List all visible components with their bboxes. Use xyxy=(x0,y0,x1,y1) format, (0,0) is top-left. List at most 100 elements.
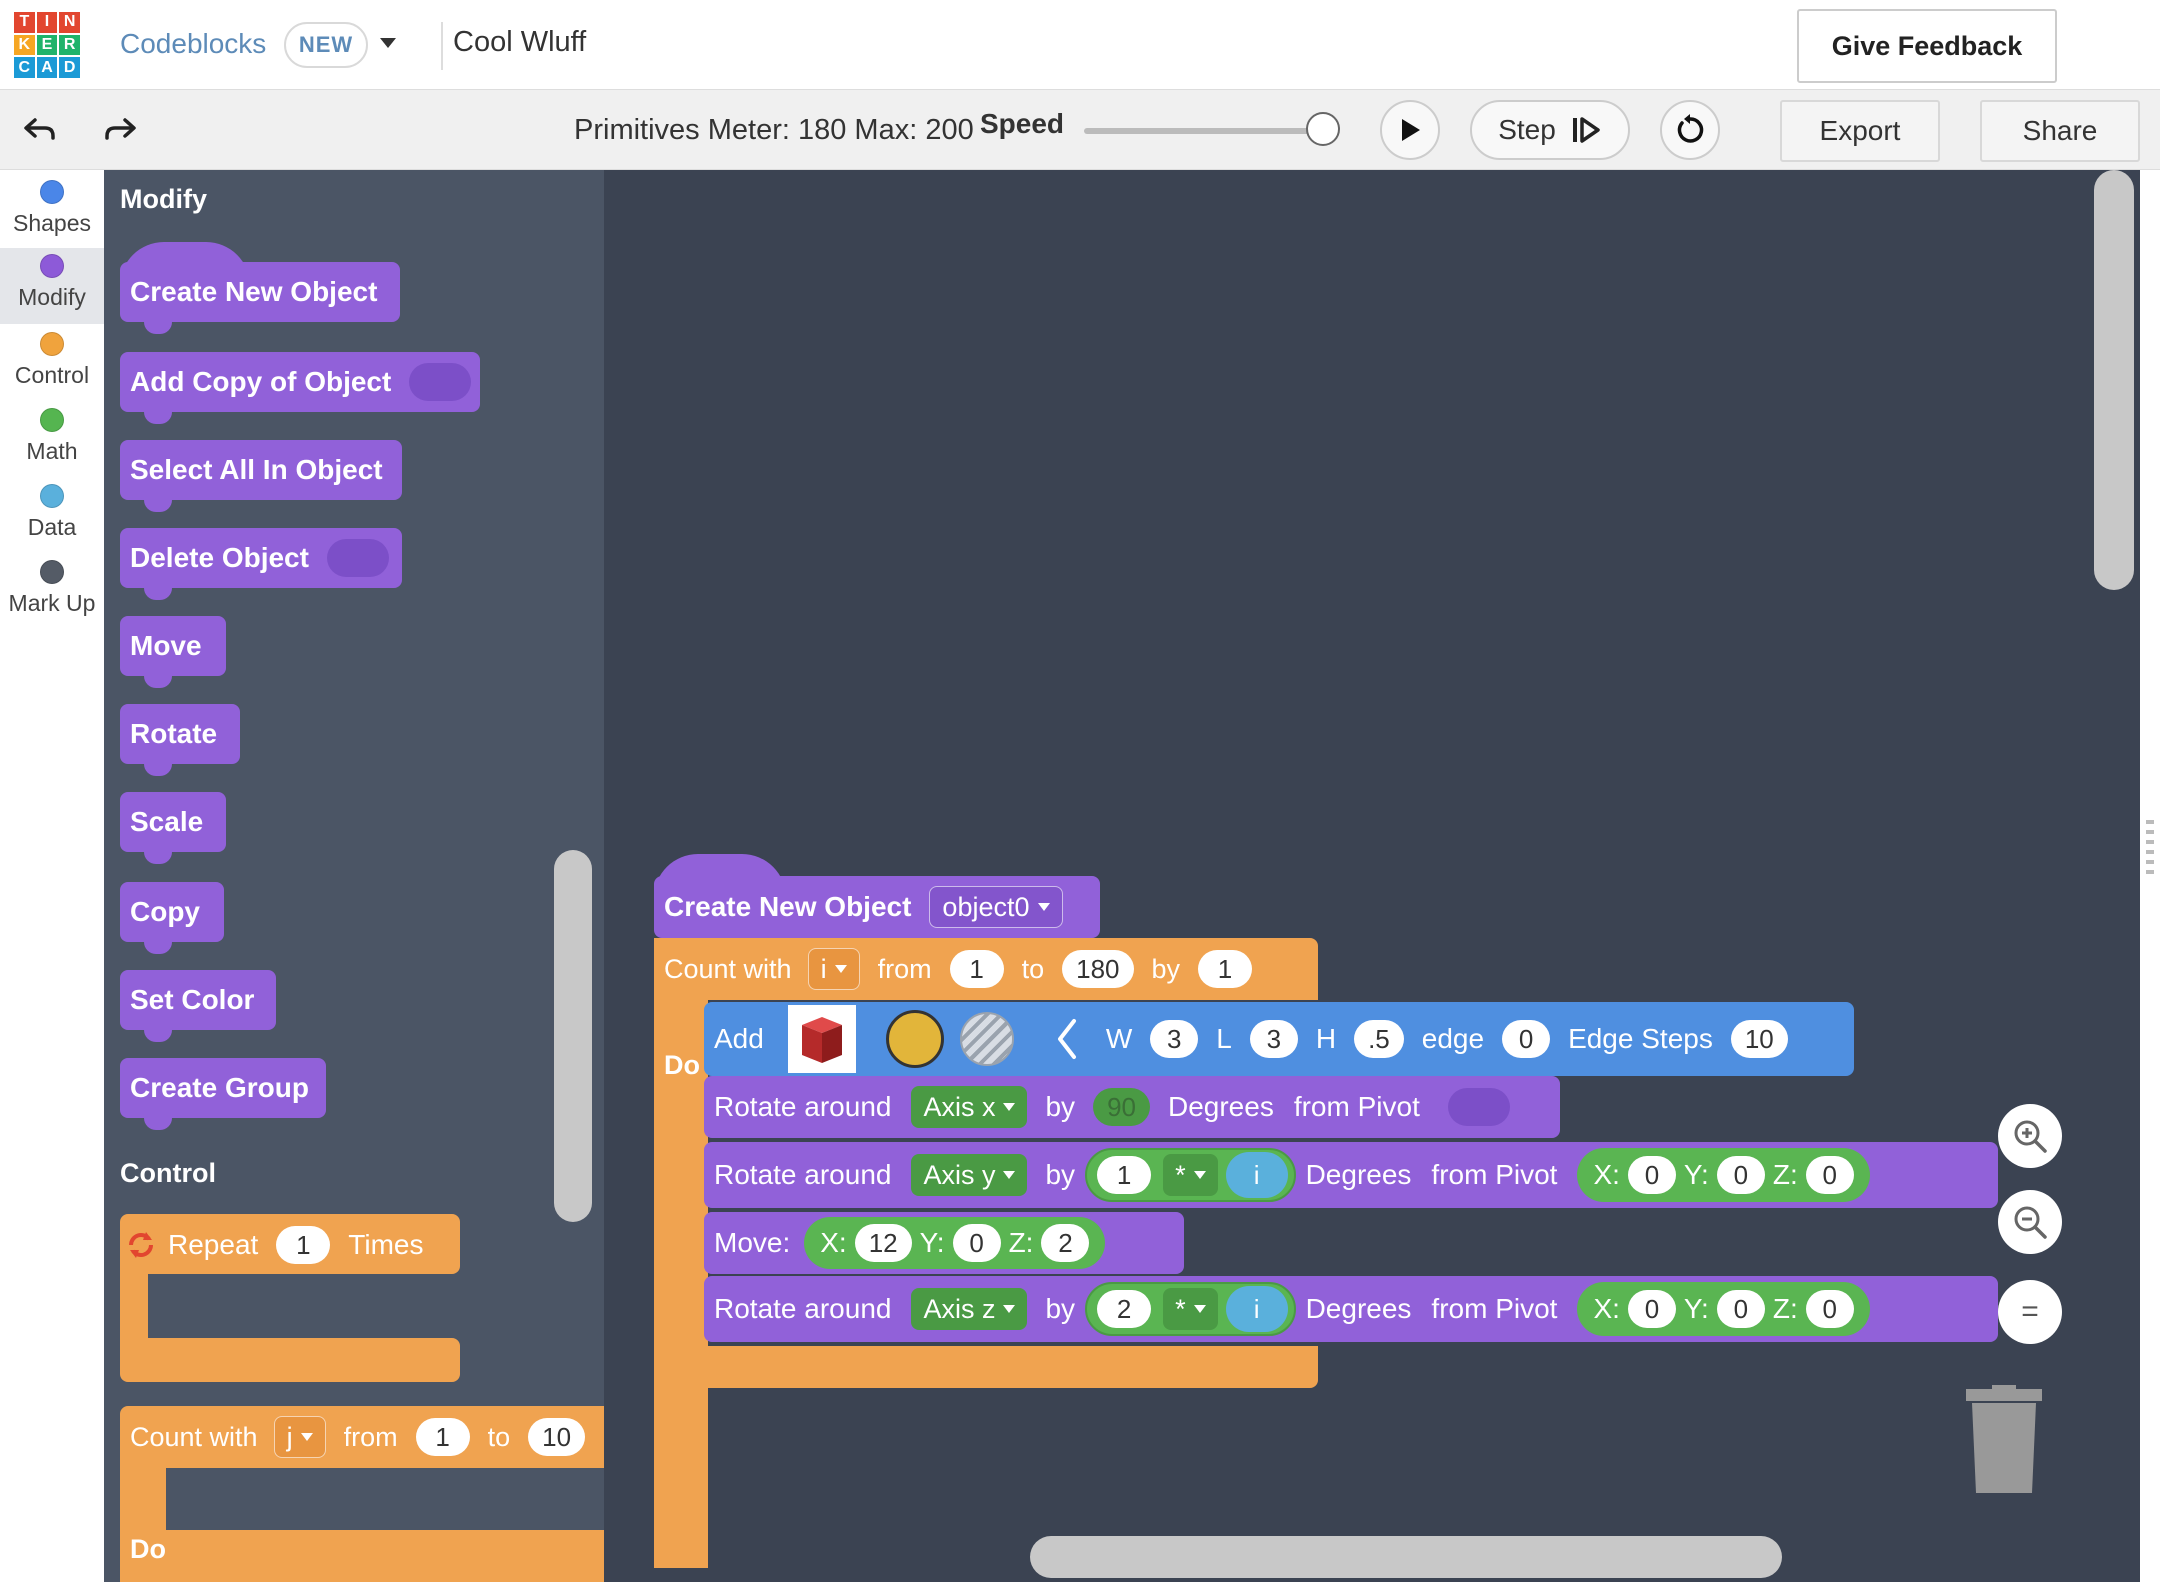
pivot-xyz-block[interactable]: X: 0 Y: 0 Z: 0 xyxy=(1577,1148,1870,1202)
zoom-in-button[interactable] xyxy=(1998,1104,2062,1168)
create-new-object-block[interactable]: Create New Object xyxy=(120,262,400,334)
chevron-down-icon[interactable] xyxy=(380,38,396,48)
repeat-count-input[interactable]: 1 xyxy=(276,1226,331,1264)
pivot-x-input[interactable]: 0 xyxy=(1627,1290,1676,1328)
do-label: Do xyxy=(664,1050,700,1080)
move-y-input[interactable]: 0 xyxy=(952,1224,1001,1262)
axis-y-dropdown[interactable]: Axis y xyxy=(911,1154,1028,1196)
set-color-block[interactable]: Set Color xyxy=(120,970,276,1042)
axis-z-dropdown[interactable]: Axis z xyxy=(911,1288,1028,1330)
step-button[interactable]: Step xyxy=(1470,100,1630,160)
to-input[interactable]: 10 xyxy=(528,1418,586,1456)
axis-x-dropdown[interactable]: Axis x xyxy=(911,1086,1028,1128)
operand-a-input[interactable]: 2 xyxy=(1097,1290,1152,1328)
pivot-y-input[interactable]: 0 xyxy=(1716,1156,1765,1194)
tinkercad-logo[interactable]: T I N K E R C A D xyxy=(14,12,80,78)
box-shape-icon[interactable] xyxy=(787,1005,856,1073)
edge-steps-input[interactable]: 10 xyxy=(1730,1020,1788,1058)
color-swatch-icon[interactable] xyxy=(885,1010,944,1068)
to-input[interactable]: 180 xyxy=(1062,950,1134,988)
add-copy-of-object-block[interactable]: Add Copy of Object xyxy=(120,352,480,424)
move-z-input[interactable]: 2 xyxy=(1041,1224,1090,1262)
trash-icon[interactable] xyxy=(1964,1385,2044,1495)
pivot-x-input[interactable]: 0 xyxy=(1627,1156,1676,1194)
block-input-slot[interactable] xyxy=(409,363,472,401)
object-name-dropdown[interactable]: object0 xyxy=(929,886,1063,928)
math-expression-block[interactable]: 1 * i xyxy=(1085,1148,1296,1202)
workspace-vertical-scrollbar[interactable] xyxy=(2094,170,2134,590)
export-button[interactable]: Export xyxy=(1780,100,1940,162)
logo-letter: I xyxy=(36,12,58,33)
count-var-dropdown[interactable]: j xyxy=(273,1416,326,1458)
count-var-dropdown[interactable]: i xyxy=(807,948,860,990)
height-input[interactable]: .5 xyxy=(1354,1020,1404,1058)
app-name[interactable]: Codeblocks xyxy=(120,28,267,59)
delete-object-block[interactable]: Delete Object xyxy=(120,528,402,600)
rotate-angle-input[interactable]: 90 xyxy=(1093,1088,1150,1126)
speed-slider-track[interactable] xyxy=(1084,128,1324,134)
to-label: to xyxy=(487,1421,511,1452)
category-control[interactable]: Control xyxy=(0,326,104,402)
block-input-slot[interactable] xyxy=(326,539,389,577)
ws-rotate-z-block[interactable]: Rotate around Axis z by 2 * i Degrees fr… xyxy=(704,1276,1998,1342)
logo-letter: E xyxy=(36,34,58,56)
ws-rotate-y-block[interactable]: Rotate around Axis y by 1 * i Degrees fr… xyxy=(704,1142,1998,1208)
pivot-xyz-block[interactable]: X: 0 Y: 0 Z: 0 xyxy=(1577,1282,1870,1336)
code-workspace[interactable]: Create New Object object0 Count with i f… xyxy=(604,170,2140,1582)
workspace-horizontal-scrollbar[interactable] xyxy=(1030,1536,1782,1578)
scale-block[interactable]: Scale xyxy=(120,792,226,864)
math-expression-block[interactable]: 2 * i xyxy=(1085,1282,1296,1336)
category-modify[interactable]: Modify xyxy=(0,248,104,324)
category-shapes[interactable]: Shapes xyxy=(0,174,104,250)
hole-toggle-icon[interactable] xyxy=(959,1012,1014,1066)
do-label: Do xyxy=(130,1534,166,1564)
reset-zoom-button[interactable]: = xyxy=(1998,1280,2062,1344)
pivot-input-slot[interactable] xyxy=(1447,1088,1510,1126)
zoom-out-button[interactable] xyxy=(1998,1190,2062,1254)
ws-add-box-block[interactable]: Add W 3 L 3 H .5 edge 0 Edge Steps 10 xyxy=(704,1002,1854,1076)
category-math[interactable]: Math xyxy=(0,402,104,478)
document-name[interactable]: Cool Wluff xyxy=(453,26,587,58)
logo-letter: K xyxy=(14,34,35,56)
edge-input[interactable]: 0 xyxy=(1502,1020,1551,1058)
category-markup[interactable]: Mark Up xyxy=(0,554,104,630)
variable-i-block[interactable]: i xyxy=(1225,1286,1288,1332)
redo-icon[interactable] xyxy=(100,110,140,150)
variable-i-block[interactable]: i xyxy=(1225,1152,1288,1198)
move-xyz-block[interactable]: X: 12 Y: 0 Z: 2 xyxy=(804,1217,1106,1269)
operator-dropdown[interactable]: * xyxy=(1163,1288,1218,1330)
reset-button[interactable] xyxy=(1660,100,1720,160)
operator-dropdown[interactable]: * xyxy=(1163,1154,1218,1196)
rotate-block[interactable]: Rotate xyxy=(120,704,240,776)
flyout-scrollbar[interactable] xyxy=(554,850,592,1222)
pivot-z-input[interactable]: 0 xyxy=(1805,1156,1854,1194)
category-data[interactable]: Data xyxy=(0,478,104,554)
pivot-z-input[interactable]: 0 xyxy=(1805,1290,1854,1328)
logo-letter: T xyxy=(14,12,35,33)
rotate-label: Rotate around xyxy=(714,1293,892,1324)
from-input[interactable]: 1 xyxy=(415,1418,470,1456)
share-button[interactable]: Share xyxy=(1980,100,2140,162)
operand-a-input[interactable]: 1 xyxy=(1097,1156,1152,1194)
pivot-y-input[interactable]: 0 xyxy=(1716,1290,1765,1328)
play-button[interactable] xyxy=(1380,100,1440,160)
collapse-icon[interactable] xyxy=(1052,1017,1082,1061)
move-block[interactable]: Move xyxy=(120,616,226,688)
count-with-j-block[interactable] xyxy=(120,1406,604,1468)
panel-resize-handle[interactable] xyxy=(2146,820,2154,880)
block-label: Rotate xyxy=(130,718,218,749)
create-group-block[interactable]: Create Group xyxy=(120,1058,326,1130)
undo-icon[interactable] xyxy=(20,110,60,150)
give-feedback-button[interactable]: Give Feedback xyxy=(1797,9,2057,83)
ws-move-block[interactable]: Move: X: 12 Y: 0 Z: 2 xyxy=(704,1212,1184,1274)
speed-slider-handle[interactable] xyxy=(1306,112,1340,146)
move-x-input[interactable]: 12 xyxy=(854,1224,912,1262)
select-all-in-object-block[interactable]: Select All In Object xyxy=(120,440,402,512)
ws-create-new-object-block[interactable]: Create New Object object0 xyxy=(654,876,1100,938)
from-input[interactable]: 1 xyxy=(949,950,1004,988)
by-input[interactable]: 1 xyxy=(1198,950,1253,988)
width-input[interactable]: 3 xyxy=(1150,1020,1199,1058)
copy-block[interactable]: Copy xyxy=(120,882,224,954)
ws-rotate-x-block[interactable]: Rotate around Axis x by 90 Degrees from … xyxy=(704,1076,1560,1138)
length-input[interactable]: 3 xyxy=(1249,1020,1298,1058)
